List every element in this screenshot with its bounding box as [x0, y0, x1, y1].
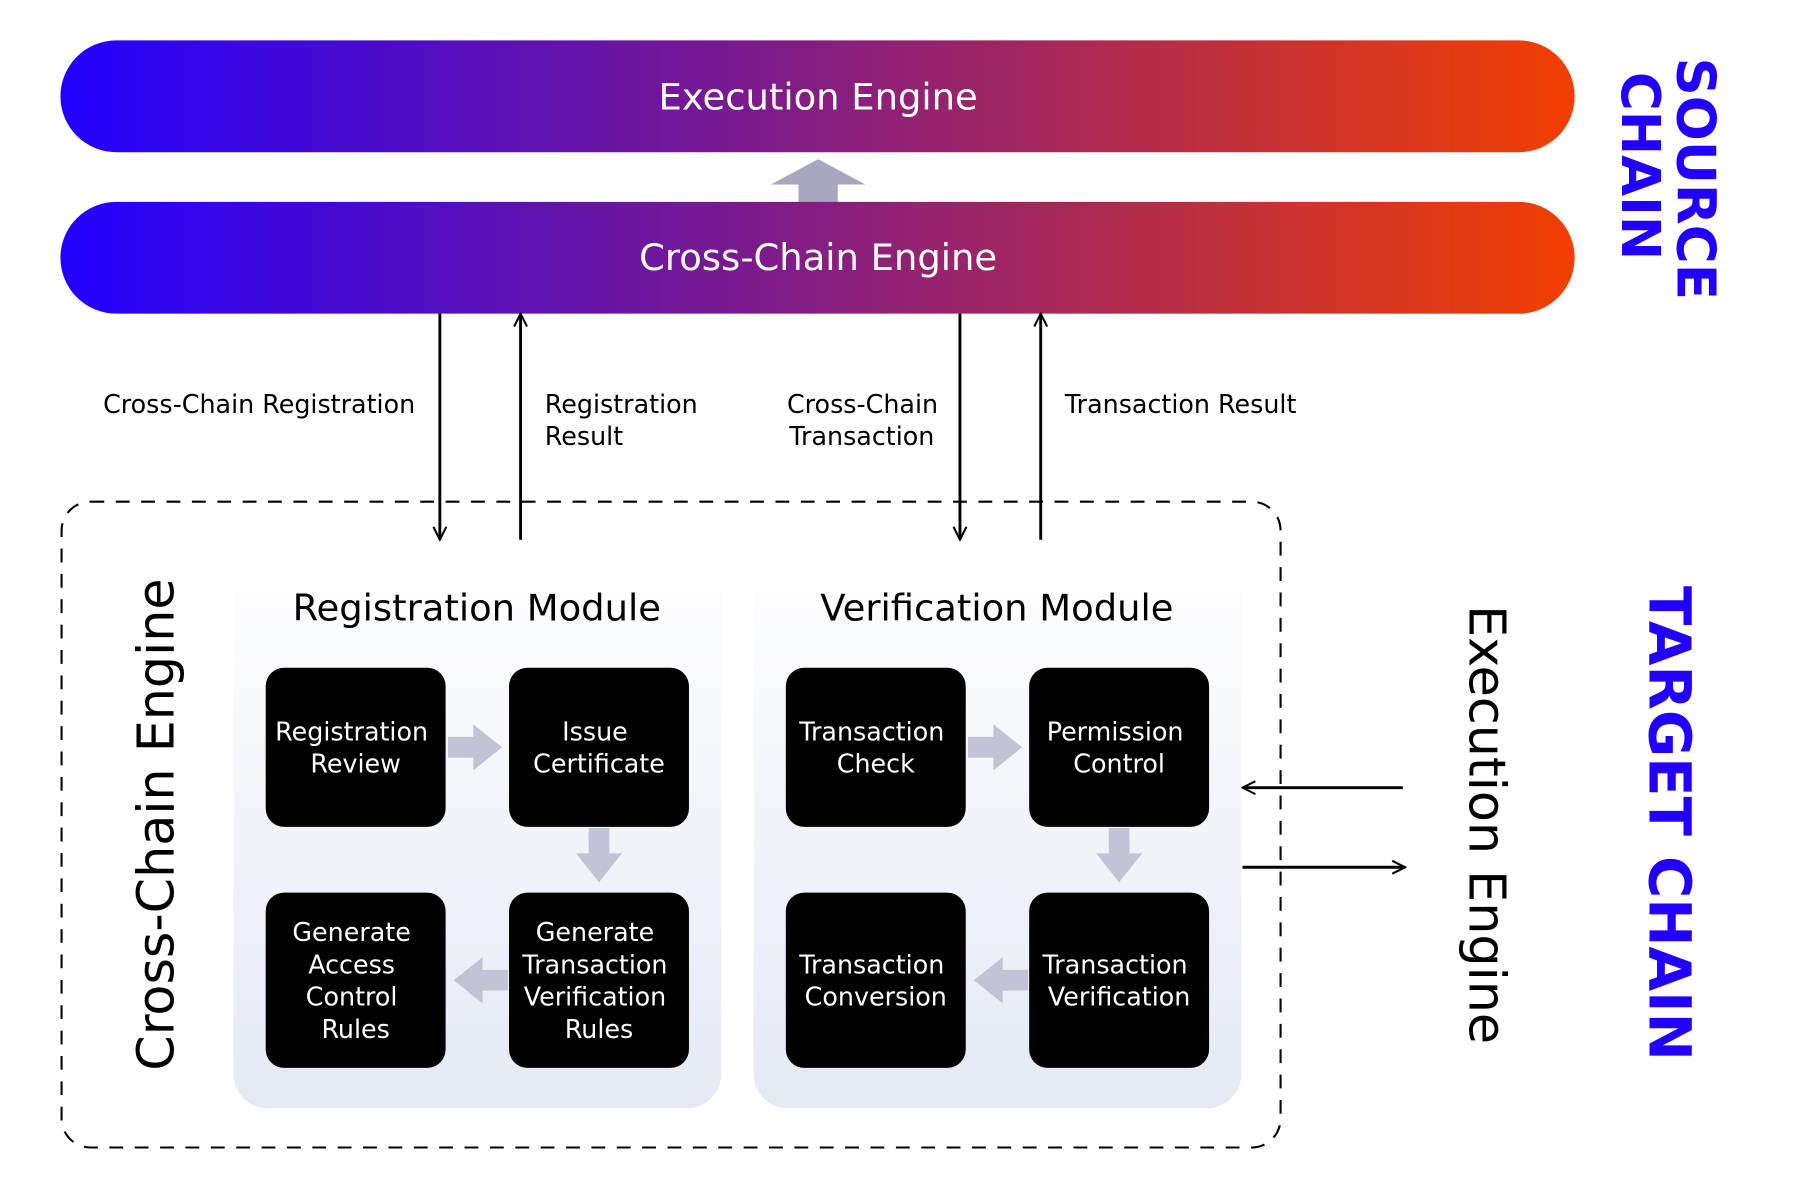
verification-module-title: Verification Module [820, 586, 1173, 629]
right-arrow-icon [447, 724, 503, 771]
flow-label-registration-result: Registration Result [545, 389, 706, 451]
target-cross-chain-engine-label: Cross-Chain Engine [126, 578, 185, 1070]
target-cross-chain-engine-container [60, 500, 1282, 1149]
left-arrow-icon [453, 957, 508, 1004]
step-permission-control: Permission Control [1047, 716, 1192, 778]
registration-module-title: Registration Module [293, 586, 661, 629]
target-execution-engine-label: Execution Engine [1458, 605, 1517, 1044]
step-box [265, 667, 446, 827]
down-arrow-icon [575, 828, 623, 883]
step-box [785, 892, 966, 1068]
flow-label-transaction-result: Transaction Result [1064, 389, 1297, 419]
step-transaction-check: Transaction Check [798, 716, 952, 778]
registration-module: Registration Module Registration Review … [233, 547, 722, 1109]
source-chain-label: SOURCE CHAIN [1609, 58, 1726, 300]
source-execution-engine-label: Execution Engine [659, 76, 978, 119]
step-box [509, 892, 689, 1068]
verification-module: Verification Module Transaction Check Pe… [753, 547, 1242, 1109]
source-cross-chain-engine-label: Cross-Chain Engine [639, 236, 997, 279]
source-execution-engine: Execution Engine [60, 40, 1575, 153]
step-transaction-verification: Transaction Verification [1042, 949, 1196, 1011]
source-label-line: SOURCE [1664, 58, 1726, 300]
step-transaction-conversion: Transaction Conversion [798, 949, 952, 1011]
flow-label-transaction: Cross-Chain Transaction [787, 389, 946, 451]
step-generate-transaction-verification-rules: Generate Transaction Verification Rules [521, 917, 675, 1044]
left-arrow-icon [973, 957, 1029, 1004]
step-box [1029, 667, 1210, 827]
step-box [1029, 892, 1210, 1068]
source-cross-chain-engine: Cross-Chain Engine [60, 201, 1575, 314]
step-issue-certificate: Issue Certificate [533, 716, 665, 778]
down-arrow-icon [1096, 828, 1143, 883]
up-arrow-icon [770, 159, 866, 203]
step-generate-access-control-rules: Generate Access Control Rules [292, 917, 419, 1044]
step-box [265, 892, 446, 1068]
step-box [509, 667, 689, 827]
right-arrow-icon [968, 724, 1023, 771]
target-chain-label: TARGET CHAIN [1636, 586, 1704, 1061]
step-registration-review: Registration Review [275, 716, 436, 778]
flow-label-registration: Cross-Chain Registration [103, 389, 415, 419]
step-box [785, 667, 966, 827]
chain-label-line: CHAIN [1609, 72, 1671, 260]
